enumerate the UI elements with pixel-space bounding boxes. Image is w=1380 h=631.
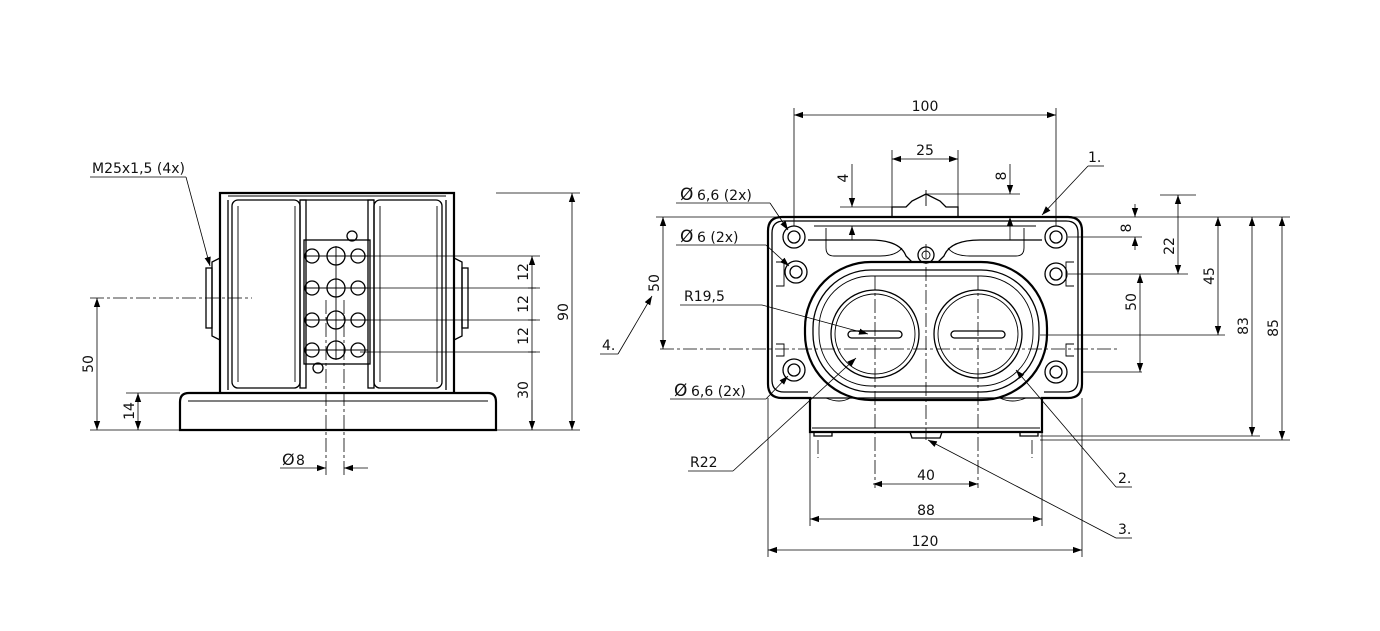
plunger	[891, 193, 959, 217]
dim-25: 25	[916, 143, 934, 159]
dim-8-pin: 8	[296, 453, 305, 469]
diameter-symbol-pin: Ø	[282, 450, 295, 469]
dim-8-top: 8	[994, 172, 1010, 181]
side-base-plate	[178, 391, 498, 432]
label-hole-6: 6 (2x)	[697, 230, 738, 246]
dim-22: 22	[1162, 237, 1178, 255]
side-body	[218, 191, 456, 393]
callout-4: 4.	[602, 338, 615, 354]
dim-4: 4	[836, 173, 852, 182]
mount-hole-ml	[784, 260, 808, 284]
mount-hole-br	[1044, 360, 1068, 384]
dim-50-right: 50	[1124, 293, 1140, 311]
diameter-symbol-2: Ø	[680, 227, 693, 247]
dim-30: 30	[516, 381, 532, 399]
diameter-symbol-3: Ø	[674, 381, 687, 401]
diameter-symbol-1: Ø	[680, 185, 693, 205]
dim-14: 14	[122, 402, 138, 420]
label-hole-66-bottom: 6,6 (2x)	[691, 384, 746, 400]
side-view: 90 50 14 12 12 12 30 Ø 8 M25x1,5 (4x)	[81, 161, 580, 478]
dim-120: 120	[912, 534, 939, 550]
label-r195: R19,5	[684, 289, 725, 305]
dim-90: 90	[556, 303, 572, 321]
mount-hole-tl	[782, 225, 806, 249]
thread-label: M25x1,5 (4x)	[92, 161, 185, 177]
dim-100: 100	[912, 99, 939, 115]
dim-45: 45	[1202, 267, 1218, 285]
mount-hole-mr	[1044, 262, 1068, 286]
callout-2: 2.	[1118, 471, 1131, 487]
dim-8-right: 8	[1119, 224, 1135, 233]
label-hole-66-top: 6,6 (2x)	[697, 188, 752, 204]
mount-hole-bl	[782, 358, 806, 382]
thread-boss-left	[211, 257, 221, 341]
label-r22: R22	[690, 455, 718, 471]
dim-12-b: 12	[516, 295, 532, 313]
front-view: 100 25 4 8 Ø 6,6 (2x) Ø 6 (2x) R19,5 Ø 6…	[600, 99, 1290, 557]
callout-3: 3.	[1118, 522, 1131, 538]
dim-12-a: 12	[516, 263, 532, 281]
dim-88: 88	[917, 503, 935, 519]
dim-83: 83	[1236, 317, 1252, 335]
mount-hole-tr	[1044, 225, 1068, 249]
thread-boss-right	[453, 257, 463, 341]
dim-85: 85	[1266, 319, 1282, 337]
contact-block	[303, 239, 371, 365]
dim-50-side: 50	[81, 355, 97, 373]
dim-12-c: 12	[516, 327, 532, 345]
dim-40: 40	[917, 468, 935, 484]
dim-50-left: 50	[647, 274, 663, 292]
callout-1: 1.	[1088, 150, 1101, 166]
